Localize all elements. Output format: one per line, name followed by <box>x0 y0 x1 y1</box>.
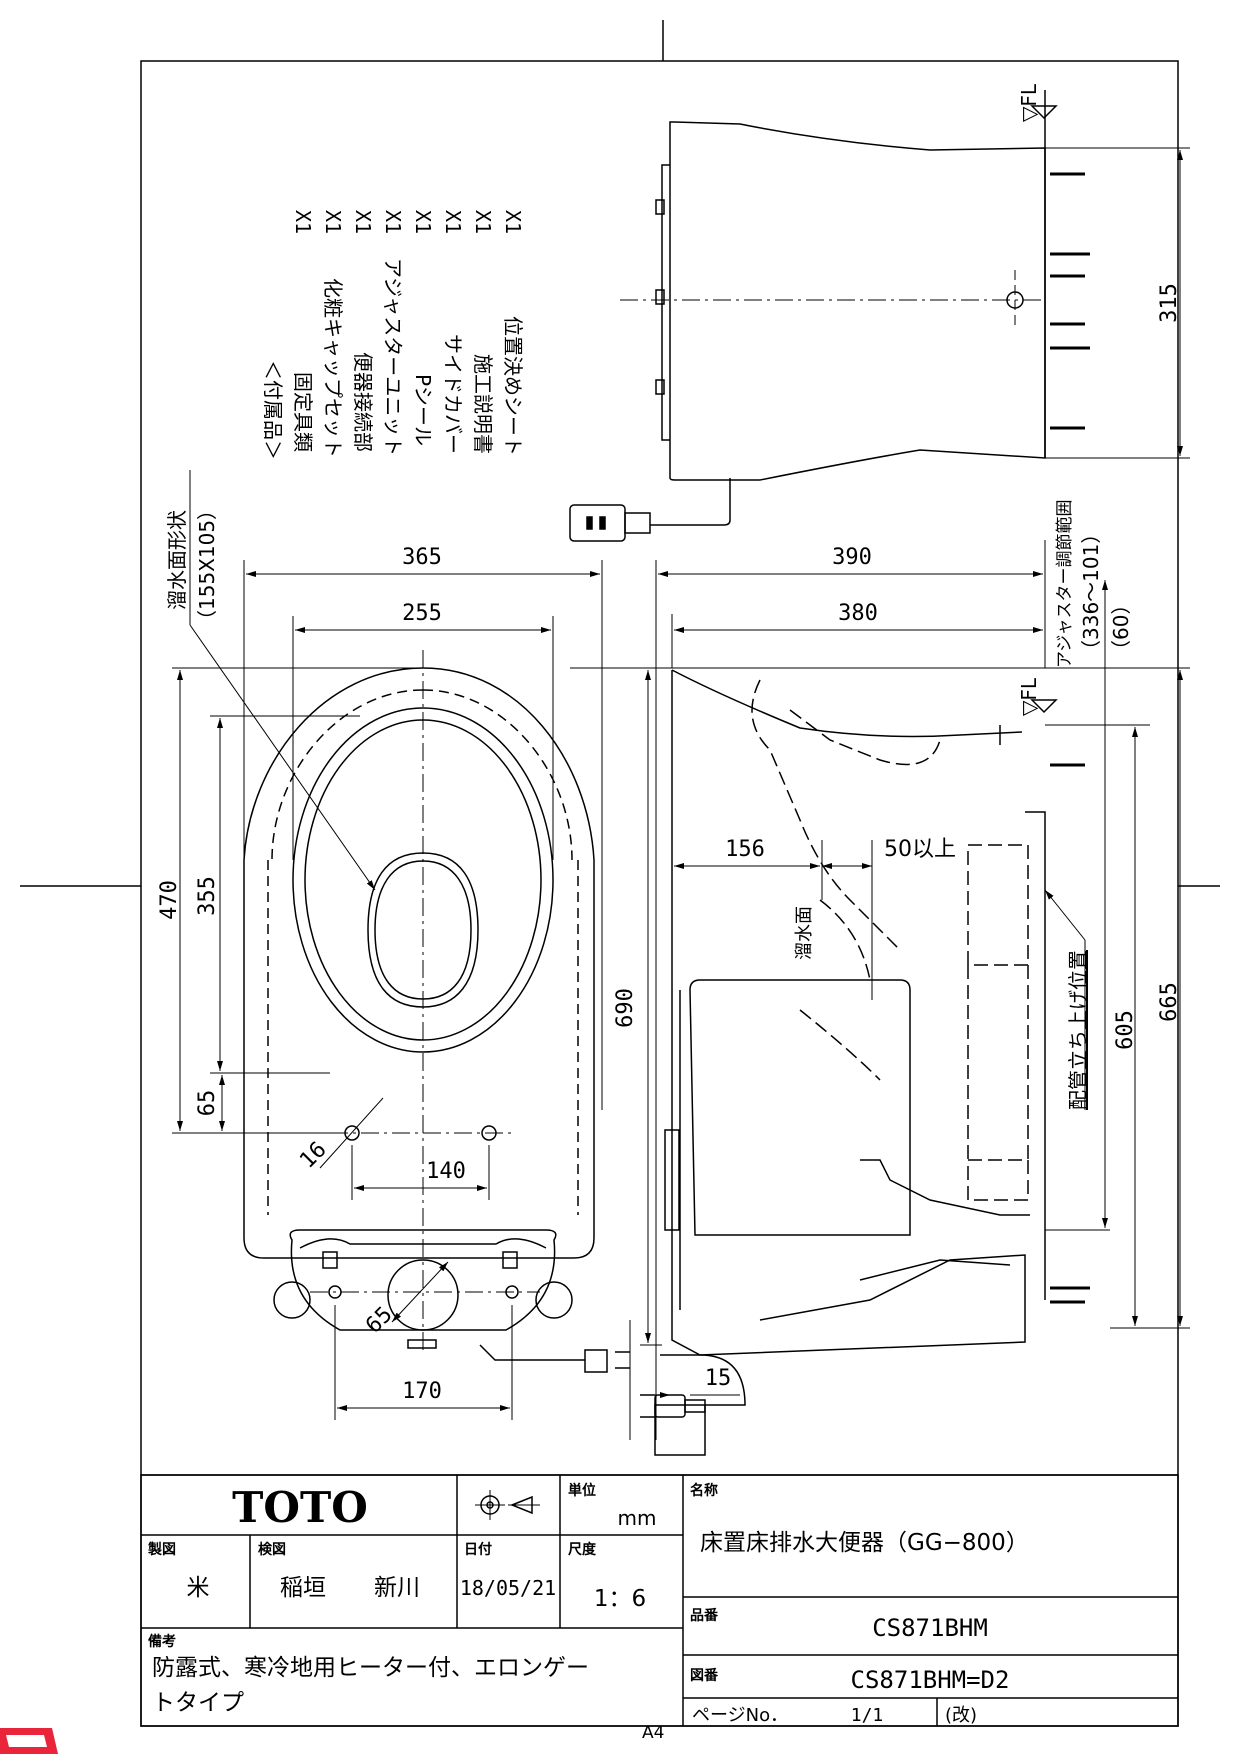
drawing-no: CS871BHM=D2 <box>851 1666 1010 1694</box>
water-surface-size-label: （155X105） <box>195 500 219 630</box>
checked-by-2: 新川 <box>374 1575 420 1601</box>
dim-470: 470 <box>157 880 182 920</box>
scale-label: 尺度 <box>568 1541 597 1558</box>
paper-size: A4 <box>642 1723 664 1743</box>
dim-15: 15 <box>705 1366 732 1391</box>
accessory-name: サイドカバー <box>441 334 465 454</box>
accessory-qty: X1 <box>411 210 435 234</box>
annotation-labels: 溜水面形状 （155X105） 溜水面 アジャスター調節範囲 （336〜101）… <box>165 83 1133 1110</box>
accessory-list: ＜付属品＞ 固定具類 化粧キャップセット 便器接続部 アジャスターユニット Pシ… <box>261 210 525 460</box>
remarks-line-1: 防露式、寒冷地用ヒーター付、エロンゲー <box>152 1655 589 1681</box>
sheet-frame <box>20 20 1220 1727</box>
scale-value: 1：6 <box>594 1586 646 1612</box>
page-number: 1/1 <box>851 1705 884 1726</box>
accessory-name: 便器接続部 <box>351 352 375 452</box>
date-label: 日付 <box>464 1541 492 1558</box>
adjuster-range-label: アジャスター調節範囲 <box>1055 500 1075 668</box>
title-block-lines <box>140 1474 1179 1727</box>
checked-label: 検図 <box>258 1541 286 1558</box>
fl-label: ▽FL <box>1017 83 1041 122</box>
product-name: 床置床排水大便器（GG−800） <box>700 1530 1029 1556</box>
dim-365: 365 <box>402 545 442 570</box>
dim-50-above: 50以上 <box>884 837 956 862</box>
plan-view <box>243 650 630 1373</box>
remarks-line-2: トタイプ <box>152 1690 244 1716</box>
unit-value: mm <box>618 1506 657 1530</box>
water-surface-shape-label: 溜水面形状 <box>165 510 189 610</box>
dim-156: 156 <box>725 837 765 862</box>
checked-by-1: 稲垣 <box>280 1575 326 1601</box>
dim-315: 315 <box>1157 283 1182 323</box>
page-label: ページNo． <box>692 1705 788 1726</box>
plan-dimensions <box>172 470 662 1420</box>
accessory-name: アジャスターユニット <box>381 258 405 456</box>
accessory-name: 施工説明書 <box>471 354 495 454</box>
brand-logo: TOTO <box>232 1483 368 1532</box>
accessory-qty: X1 <box>321 210 345 234</box>
dim-665: 665 <box>1157 982 1182 1022</box>
unit-label: 単位 <box>568 1482 596 1499</box>
side-view <box>629 669 1090 1456</box>
product-no: CS871BHM <box>872 1614 988 1642</box>
revision: (改) <box>945 1705 977 1726</box>
dim-65-drain: 65 <box>361 1302 397 1338</box>
title-block-text: TOTO 単位 mm 名称 床置床排水大便器（GG−800） 製図 米 検図 稲… <box>147 1482 1029 1743</box>
front-view <box>569 90 1190 542</box>
name-label: 名称 <box>690 1482 718 1499</box>
accessory-qty: X1 <box>351 210 375 234</box>
dim-390: 390 <box>832 545 872 570</box>
fl-label-side: ▽FL <box>1017 677 1041 716</box>
corner-logo <box>0 1728 58 1754</box>
remarks-label: 備考 <box>148 1633 176 1650</box>
product-no-label: 品番 <box>690 1607 719 1624</box>
dim-255: 255 <box>402 601 442 626</box>
dim-690: 690 <box>613 988 638 1028</box>
dim-380: 380 <box>838 601 878 626</box>
dim-170: 170 <box>402 1379 442 1404</box>
side-dimensions <box>625 540 1190 1440</box>
date-value: 18/05/21 <box>460 1576 556 1600</box>
accessory-qty: X1 <box>441 210 465 234</box>
drawn-label: 製図 <box>147 1541 176 1558</box>
accessory-qty: X1 <box>291 210 315 234</box>
accessory-name: Pシール <box>411 374 435 446</box>
drawing-no-label: 図番 <box>690 1667 719 1684</box>
accessory-qty: X1 <box>471 210 495 234</box>
dim-65: 65 <box>195 1090 220 1117</box>
dim-140: 140 <box>426 1159 466 1184</box>
accessory-header: ＜付属品＞ <box>261 360 285 460</box>
accessory-name: 位置決めシート <box>501 316 525 456</box>
adjuster-values-label: （336〜101） <box>1079 524 1103 660</box>
piping-position-label: 配管立ち上げ位置 <box>1066 950 1090 1110</box>
adjuster-60-label: （60） <box>1109 595 1133 660</box>
drawn-by: 米 <box>187 1575 210 1601</box>
dim-16: 16 <box>295 1137 331 1173</box>
dim-605: 605 <box>1113 1010 1138 1050</box>
accessory-name: 固定具類 <box>291 372 315 452</box>
accessory-qty: X1 <box>381 210 405 234</box>
accessory-name: 化粧キャップセット <box>321 278 345 458</box>
accessory-qty: X1 <box>501 210 525 234</box>
dim-355: 355 <box>195 876 220 916</box>
water-surface-label: 溜水面 <box>794 906 815 960</box>
